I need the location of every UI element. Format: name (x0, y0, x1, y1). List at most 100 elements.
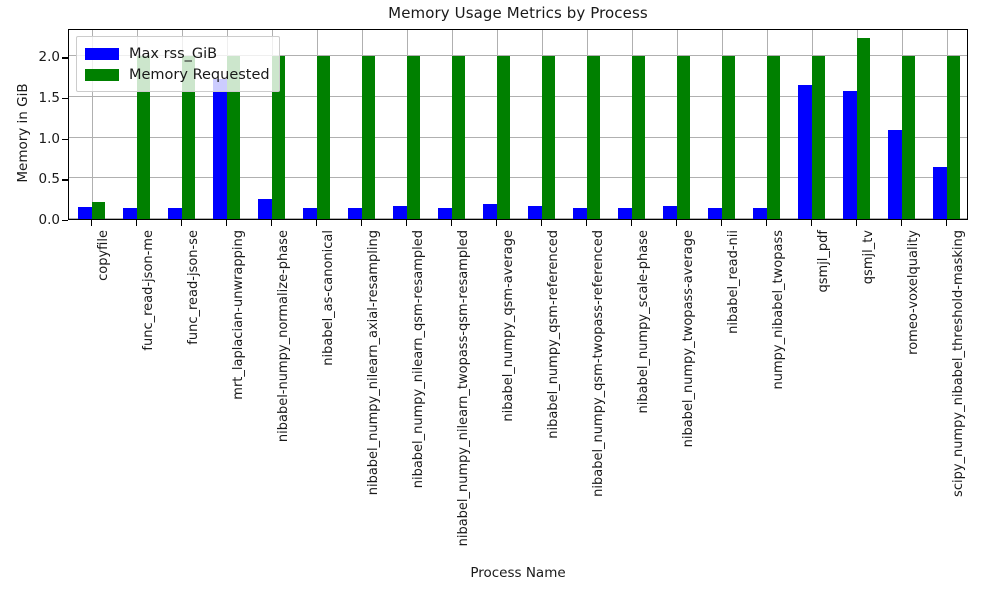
x-gridline (91, 30, 93, 219)
bar-memory-requested (316, 56, 330, 219)
bar-max-rss (393, 206, 407, 219)
bar-max-rss (303, 207, 317, 219)
bar-memory-requested (766, 56, 780, 219)
x-axis-tick-mark (675, 220, 677, 226)
x-axis-tick-mark (315, 220, 317, 226)
bar-memory-requested (361, 56, 375, 219)
x-axis-tick-label: scipy_numpy_nibabel_threshold-masking (950, 230, 966, 497)
x-axis-tick-label: nibabel_numpy_scale-phase (635, 230, 651, 414)
y-gridline (69, 218, 967, 219)
y-gridline (69, 96, 967, 98)
chart-legend: Max rss_GiB Memory Requested (76, 36, 280, 92)
x-axis-tick-mark (495, 220, 497, 226)
x-axis-tick-label: nibabel_read-nii (725, 230, 741, 334)
x-axis-tick-label: nibabel_numpy_qsm-average (500, 230, 516, 422)
bar-memory-requested (451, 56, 465, 219)
bar-max-rss (78, 207, 92, 219)
bar-memory-requested (496, 56, 510, 219)
y-gridline (69, 55, 967, 57)
x-axis-tick-mark (270, 220, 272, 226)
x-axis-tick-label: nibabel_numpy_nilearn_qsm-resampled (410, 230, 426, 489)
bar-max-rss (708, 207, 722, 219)
x-axis-tick-label: func_read-json-se (185, 230, 201, 345)
bar-max-rss (843, 90, 857, 219)
chart-title: Memory Usage Metrics by Process (388, 4, 648, 22)
x-axis-tick-mark (225, 220, 227, 226)
bar-memory-requested (406, 56, 420, 219)
bar-memory-requested (676, 56, 690, 219)
x-axis-tick-label: func_read-json-me (140, 230, 156, 351)
y-axis-tick-labels: 0.0 0.5 1.0 1.5 2.0 (0, 29, 60, 228)
bar-max-rss (168, 207, 182, 219)
x-axis-tick-label: nibabel_numpy_nilearn_twopass-qsm-resamp… (455, 230, 471, 547)
legend-label: Memory Requested (129, 66, 270, 83)
x-axis-tick-label: numpy_nibabel_twopass (770, 230, 786, 390)
x-axis-tick-mark (360, 220, 362, 226)
x-axis-tick-mark (450, 220, 452, 226)
x-axis-tick-label: mrt_laplacian-unwrapping (230, 230, 246, 400)
y-gridline (69, 177, 967, 179)
legend-swatch-blue (85, 47, 119, 60)
x-axis-tick-mark (810, 220, 812, 226)
y-axis-tick-label: 1.5 (38, 90, 60, 107)
bar-memory-requested (181, 56, 195, 219)
bar-max-rss (933, 166, 947, 219)
x-axis-tick-label: qsmjl_pdf (815, 230, 831, 293)
legend-swatch-green (85, 68, 119, 81)
y-axis-tick-mark (62, 220, 68, 222)
y-axis-tick-mark (62, 98, 68, 100)
bar-max-rss (258, 198, 272, 219)
bar-max-rss (528, 206, 542, 219)
x-axis-tick-label: nibabel_numpy_qsm-referenced (545, 230, 561, 439)
y-axis-tick-label: 1.0 (38, 130, 60, 147)
x-axis-tick-label: nibabel-numpy_normalize-phase (275, 230, 291, 443)
x-axis-tick-mark (630, 220, 632, 226)
bar-max-rss (213, 79, 227, 219)
x-axis-tick-label: nibabel_numpy_nilearn_axial-resampling (365, 230, 381, 496)
y-axis-tick-label: 0.0 (38, 212, 60, 228)
legend-item: Memory Requested (85, 64, 270, 85)
bar-max-rss (483, 203, 497, 219)
bar-memory-requested (946, 56, 960, 219)
x-axis-tick-mark (540, 220, 542, 226)
bar-memory-requested (901, 56, 915, 219)
x-axis-tick-mark (180, 220, 182, 226)
bar-memory-requested (586, 56, 600, 219)
plot-area (68, 29, 968, 220)
bar-memory-requested (91, 201, 105, 219)
y-axis-tick-label: 2.0 (38, 49, 60, 66)
y-axis-tick-label: 0.5 (38, 171, 60, 188)
x-axis-tick-mark (765, 220, 767, 226)
bar-max-rss (798, 84, 812, 219)
legend-label: Max rss_GiB (129, 45, 218, 62)
x-axis-tick-mark (405, 220, 407, 226)
x-axis-tick-label: qsmjl_tv (860, 230, 876, 285)
bar-max-rss (573, 207, 587, 219)
x-axis-tick-mark (945, 220, 947, 226)
bar-max-rss (888, 129, 902, 219)
x-axis-tick-mark (900, 220, 902, 226)
bar-max-rss (123, 207, 137, 219)
bar-memory-requested (271, 56, 285, 219)
x-axis-tick-mark (90, 220, 92, 226)
bar-memory-requested (631, 56, 645, 219)
y-axis-tick-mark (62, 138, 68, 141)
legend-item: Max rss_GiB (85, 43, 270, 64)
bar-max-rss (753, 207, 767, 219)
bar-max-rss (663, 206, 677, 219)
y-gridline (69, 136, 967, 138)
bar-memory-requested (136, 56, 150, 219)
x-axis-tick-mark (855, 220, 857, 226)
bar-max-rss (618, 207, 632, 219)
x-axis-tick-label: nibabel_numpy_qsm-twopass-referenced (590, 230, 606, 497)
bar-memory-requested (856, 37, 870, 219)
bar-memory-requested (226, 56, 240, 219)
bar-max-rss (348, 207, 362, 219)
x-axis-tick-label: copyfile (95, 230, 111, 281)
bar-memory-requested (541, 56, 555, 219)
x-axis-tick-mark (135, 220, 137, 226)
x-axis-tick-label: romeo-voxelquality (905, 230, 921, 355)
y-axis-tick-mark (62, 179, 68, 181)
x-axis-tick-label: nibabel_as-canonical (320, 230, 336, 366)
